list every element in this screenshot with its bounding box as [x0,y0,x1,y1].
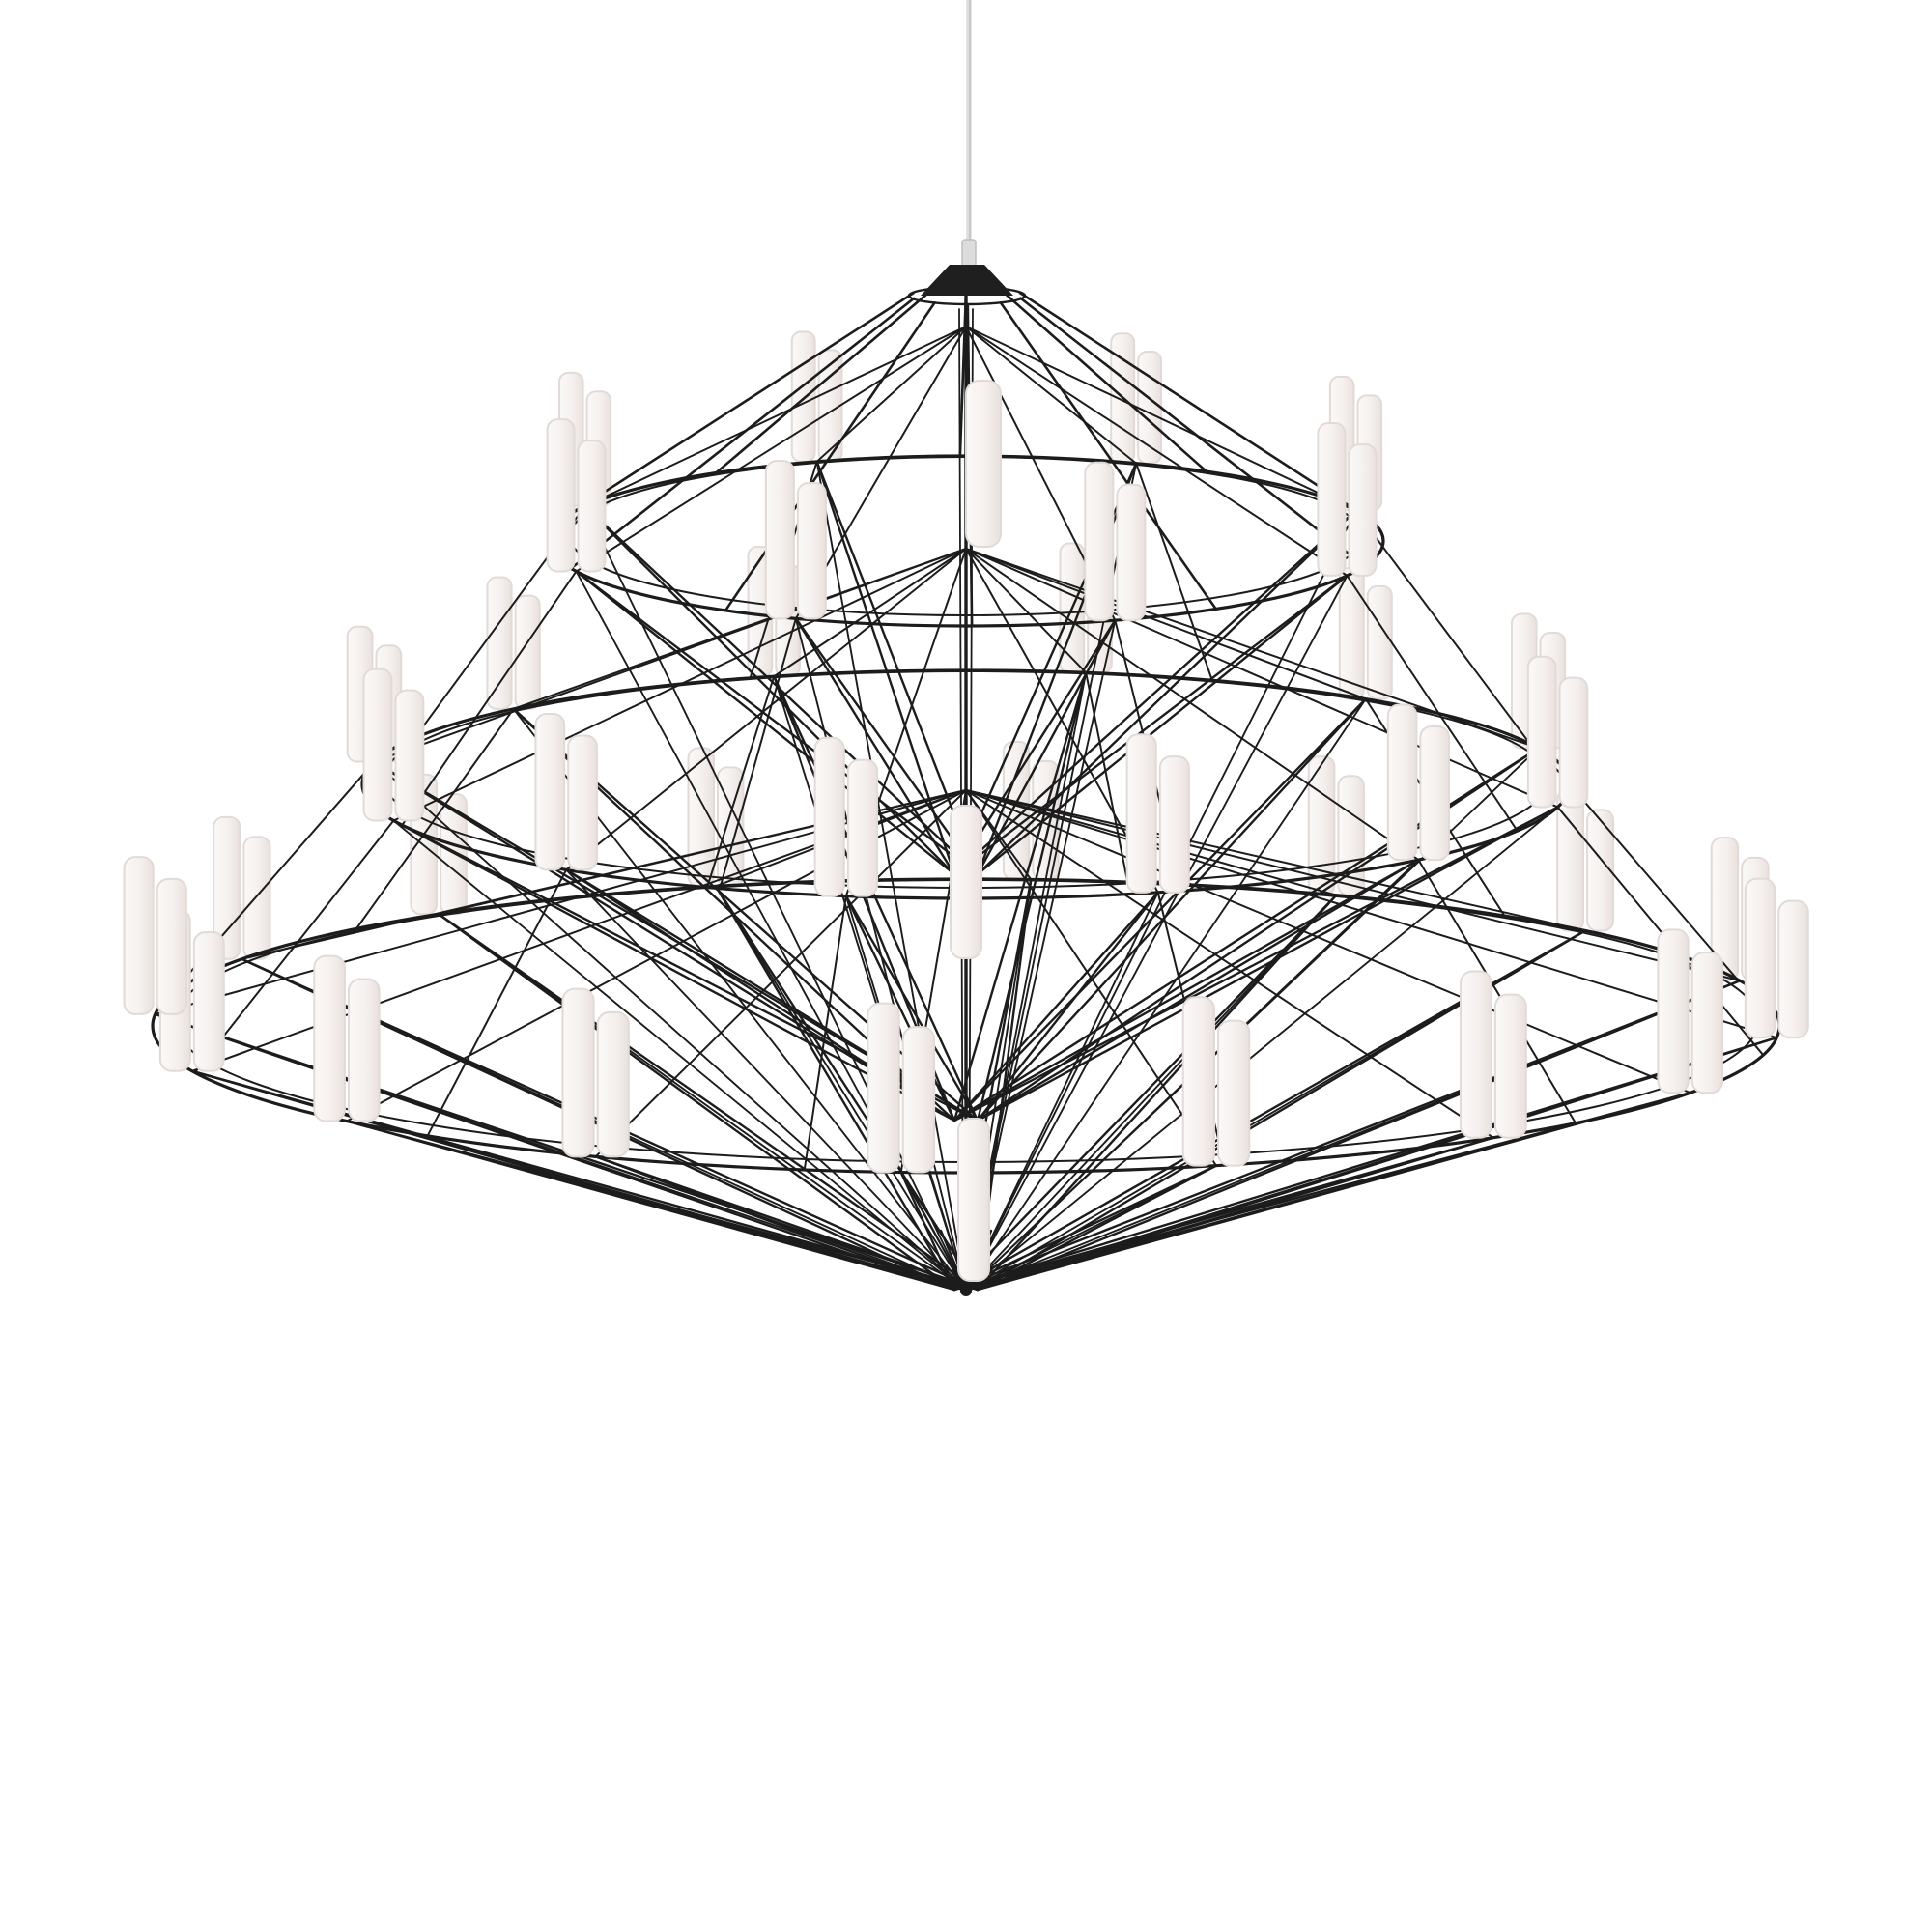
chandelier-illustration [123,0,1809,1296]
product-photo [123,0,1809,1296]
